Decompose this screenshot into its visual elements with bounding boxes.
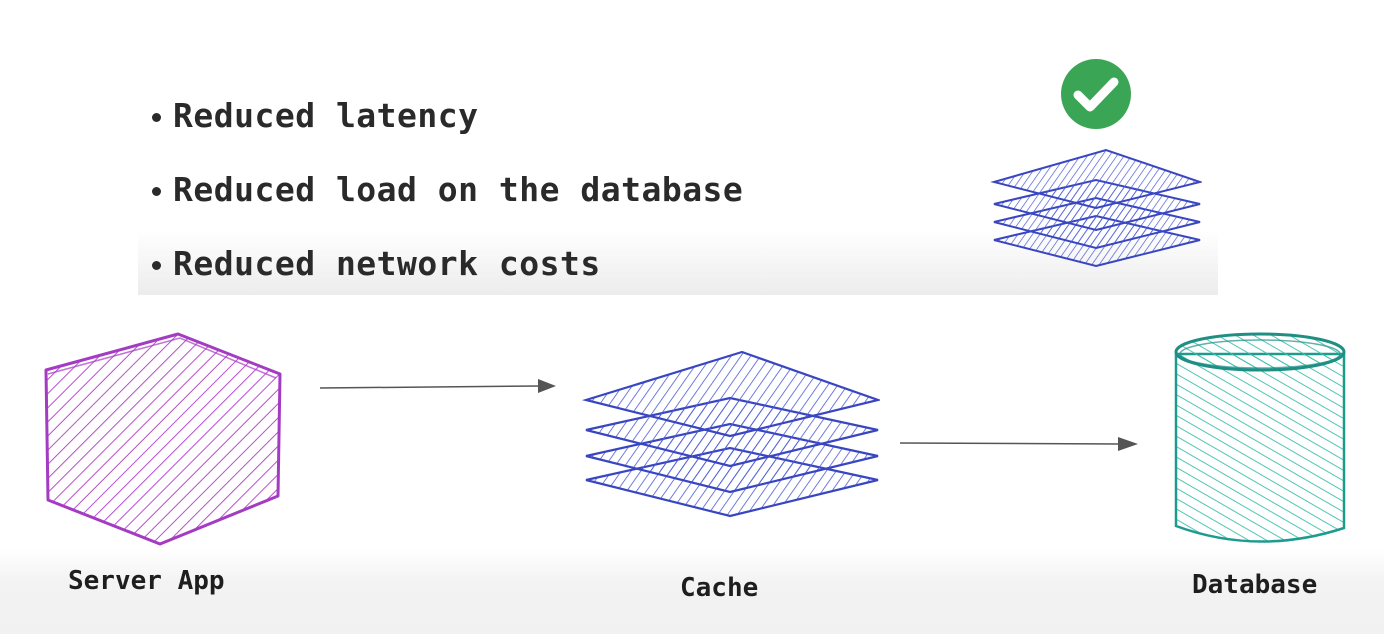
bullet-icon [152,186,161,196]
database-cylinder-icon [1174,332,1346,543]
benefit-text: Reduced latency [173,95,479,135]
benefit-item: Reduced load on the database [152,152,743,226]
server-app-hexagon [44,332,282,546]
benefit-text: Reduced load on the database [173,169,744,209]
check-circle-icon [1061,59,1131,129]
database-label: Database [1192,570,1318,600]
benefits-list: Reduced latency Reduced load on the data… [152,78,743,300]
cache-stack-icon [581,350,880,518]
benefit-text: Reduced network costs [173,243,601,283]
arrow-cache-to-database [899,437,1138,451]
benefit-item: Reduced network costs [152,226,743,300]
bullet-icon [152,260,161,270]
server-app-label: Server App [68,566,225,596]
arrow-server-to-cache [319,379,556,393]
bullet-icon [152,112,161,122]
mini-cache-stack-icon [990,148,1202,268]
cache-label: Cache [680,573,759,603]
labels-panel [0,548,1384,634]
benefit-item: Reduced latency [152,78,743,152]
